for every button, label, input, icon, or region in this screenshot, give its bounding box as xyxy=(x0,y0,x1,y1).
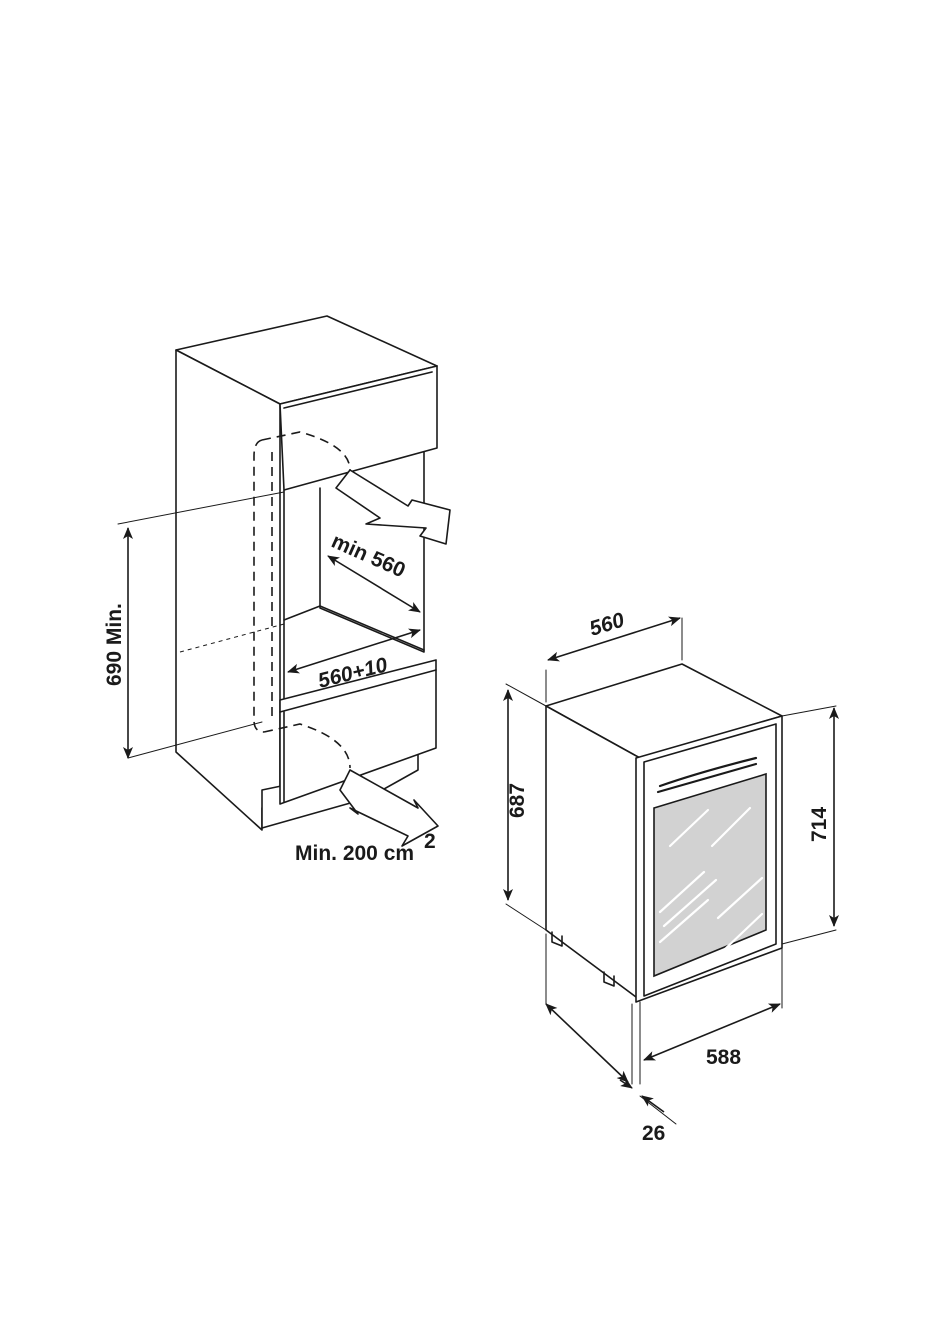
niche-depth-label: min 560 xyxy=(328,530,409,583)
door-thickness-label: 26 xyxy=(642,1122,665,1145)
ventilation-superscript: 2 xyxy=(424,830,436,853)
ventilation-label: Min. 200 cm xyxy=(295,842,414,865)
door-width-label: 588 xyxy=(706,1046,741,1069)
appliance-side xyxy=(546,706,640,1000)
door-thickness-arrow-right xyxy=(642,1096,664,1112)
niche-height-label: 690 Min. xyxy=(103,603,126,686)
door-height-label: 714 xyxy=(808,807,831,842)
body-height-label: 687 xyxy=(506,783,529,818)
cabinet-side-panel xyxy=(176,350,280,830)
appliance: 560 687 714 588 26 xyxy=(506,608,836,1145)
side-depth-dimension-line xyxy=(546,1004,628,1082)
cabinet-niche: 690 Min. min 560 560+10 Min. 200 cm 2 xyxy=(103,316,450,865)
air-outlet-arrow xyxy=(336,470,450,544)
